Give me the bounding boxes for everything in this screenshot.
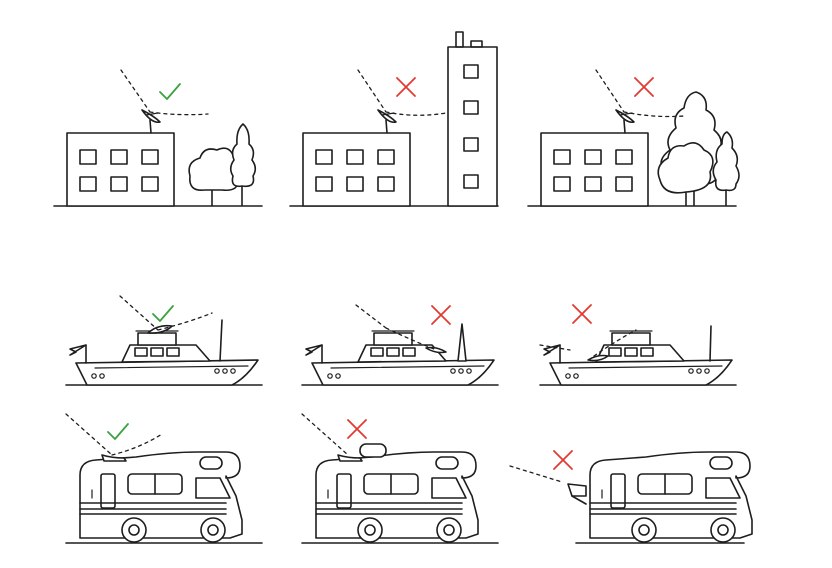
- row-building: [53, 31, 740, 207]
- signal-path: [509, 465, 563, 483]
- cross-icon: [431, 305, 451, 325]
- mast: [457, 323, 467, 362]
- office-building: [66, 109, 175, 207]
- tall-building: [447, 46, 498, 207]
- panel-building-tall-building: [289, 31, 499, 207]
- check-icon: [107, 423, 129, 440]
- panel-boat-flag-mast: [539, 304, 737, 386]
- panel-building-clear: [53, 69, 263, 207]
- signal-path: [595, 69, 685, 118]
- satellite-dish: [101, 454, 127, 462]
- satellite-dish: [567, 483, 587, 497]
- panel-rv-roof-unit: [301, 413, 499, 544]
- cross-icon: [347, 419, 367, 439]
- signal-path: [301, 413, 349, 456]
- panel-boat-mast: [301, 304, 499, 386]
- signal-path: [355, 304, 435, 350]
- check-icon: [152, 305, 174, 322]
- signal-path: [539, 329, 637, 357]
- mast: [219, 319, 223, 362]
- cross-icon: [396, 77, 416, 97]
- signal-path: [65, 413, 163, 456]
- cross-icon: [553, 450, 573, 470]
- tree: [657, 142, 714, 206]
- signal-path: [120, 69, 209, 116]
- panel-boat-clear: [65, 295, 263, 386]
- office-building: [540, 109, 649, 207]
- rv: [589, 451, 753, 543]
- boat: [69, 330, 259, 386]
- panel-rv-body: [509, 450, 753, 544]
- mast: [709, 325, 712, 362]
- tree: [229, 123, 257, 207]
- satellite-dish: [587, 354, 609, 362]
- satellite-dish: [337, 454, 363, 462]
- check-icon: [159, 83, 181, 100]
- cross-icon: [572, 304, 592, 324]
- rv: [315, 451, 479, 543]
- row-rv: [65, 413, 753, 544]
- tree: [712, 131, 740, 206]
- office-building: [302, 109, 411, 207]
- panel-building-trees: [527, 69, 740, 207]
- signal-path: [119, 295, 213, 331]
- cross-icon: [634, 77, 654, 97]
- rv: [79, 451, 243, 543]
- panel-rv-clear: [65, 413, 263, 544]
- roof-unit: [359, 443, 387, 458]
- signal-path: [357, 69, 447, 116]
- row-boat: [65, 295, 737, 386]
- boat: [543, 330, 733, 386]
